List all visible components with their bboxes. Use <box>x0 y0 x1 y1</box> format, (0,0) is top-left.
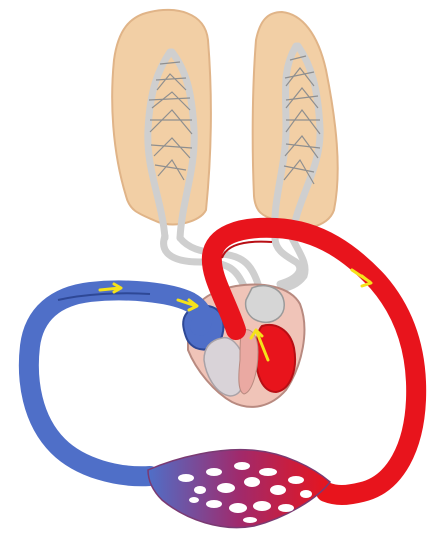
vena-cava <box>29 290 202 476</box>
pulmonary-veins <box>164 236 305 290</box>
capillary-bed-outline <box>148 450 330 528</box>
capillary-bed <box>148 450 330 528</box>
left-atrium <box>246 286 285 323</box>
vena-cava-loop <box>29 290 202 476</box>
